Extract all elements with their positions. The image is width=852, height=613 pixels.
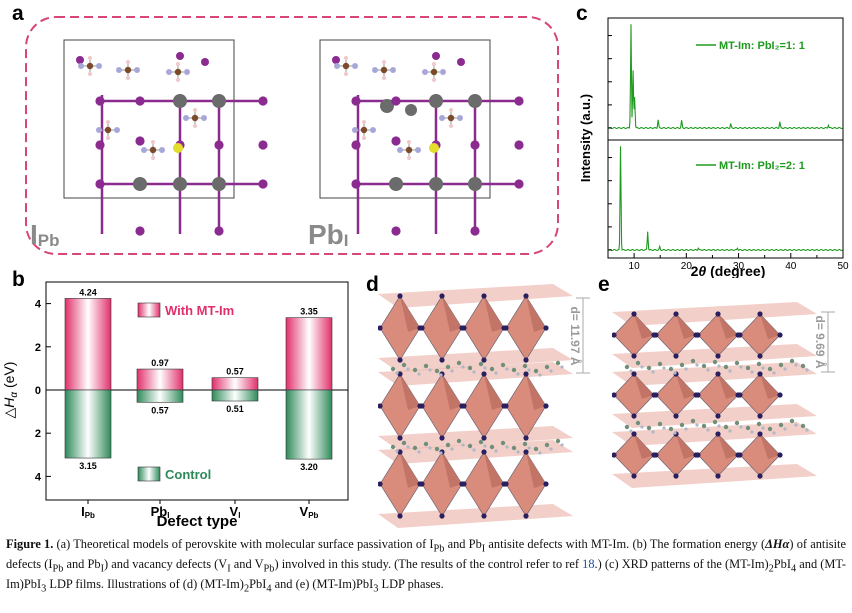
bar-control-0 bbox=[64, 389, 112, 459]
bar-with-label-2: 0.57 bbox=[226, 367, 244, 377]
bar-control-label-3: 3.20 bbox=[300, 462, 318, 472]
legend-c-top: MT-Im: PbI₂=1: 1 bbox=[719, 40, 805, 52]
c-xtick-3: 40 bbox=[785, 261, 797, 272]
xtick-0: IPb bbox=[81, 504, 95, 520]
xtick-2: VI bbox=[230, 504, 241, 520]
panel-e-structure: d= 9.69 Å bbox=[612, 302, 835, 488]
panel-a-models: IPb PbI bbox=[25, 16, 559, 255]
figure-caption: Figure 1. (a) Theoretical models of pero… bbox=[6, 537, 846, 595]
ytick-up-1: 2 bbox=[35, 342, 41, 354]
legend-c-bottom: MT-Im: PbI₂=2: 1 bbox=[719, 160, 805, 172]
c-xtick-4: 50 bbox=[837, 261, 849, 272]
spacing-d-label: d= 11.97 Å bbox=[568, 306, 583, 365]
xrd-line-0 bbox=[607, 24, 843, 130]
bar-control-1 bbox=[136, 389, 184, 403]
model-ipb-cell bbox=[63, 39, 235, 199]
model-ipb-atoms bbox=[76, 52, 268, 236]
ytick-down-0: 2 bbox=[35, 428, 41, 440]
c-xtick-0: 10 bbox=[629, 261, 641, 272]
legend-with-swatch bbox=[137, 302, 161, 318]
ytick-up-2: 0 bbox=[35, 385, 41, 397]
legend-control-swatch bbox=[137, 466, 161, 482]
chart-c-frame bbox=[607, 17, 844, 259]
xrd-line-1 bbox=[607, 146, 843, 252]
panel-label-b: b bbox=[12, 268, 25, 291]
bar-with-0 bbox=[64, 298, 112, 391]
chart-b-xlabel: Defect type bbox=[157, 513, 238, 530]
bar-control-label-2: 0.51 bbox=[226, 404, 244, 414]
panel-label-a: a bbox=[12, 2, 24, 25]
chart-c-xlabel: 2θ (degree) bbox=[691, 263, 766, 278]
chart-b-frame bbox=[45, 281, 349, 501]
bar-with-3 bbox=[285, 317, 333, 391]
bar-with-1 bbox=[136, 368, 184, 391]
panel-a-dashed-border bbox=[25, 16, 559, 255]
panel-label-c: c bbox=[576, 2, 588, 25]
bar-control-2 bbox=[211, 389, 259, 402]
bar-with-label-3: 3.35 bbox=[300, 307, 318, 317]
panel-b-chart: 4.24 3.15 0.97 0.57 0.57 0.51 3.35 3.20 4 2 0 2 4 I… bbox=[1, 281, 349, 530]
panel-label-e: e bbox=[598, 273, 610, 296]
c-xtick-2: 30 bbox=[733, 261, 745, 272]
legend-control-label: Control bbox=[165, 467, 211, 482]
chart-c-ylabel: Intensity (a.u.) bbox=[578, 94, 593, 182]
panel-d-structure: d= 11.97 Å bbox=[378, 284, 590, 528]
bar-with-label-0: 4.24 bbox=[79, 287, 97, 297]
bar-control-label-1: 0.57 bbox=[151, 405, 169, 415]
bar-control-3 bbox=[285, 389, 333, 460]
label-ipb: IPb bbox=[30, 219, 60, 250]
legend-with-label: With MT-Im bbox=[165, 303, 234, 318]
model-pbi-atoms bbox=[332, 52, 524, 236]
xtick-3: VPb bbox=[300, 504, 319, 520]
panel-label-d: d bbox=[366, 273, 379, 296]
caption-ref-link[interactable]: 18 bbox=[582, 557, 595, 572]
c-xtick-1: 20 bbox=[681, 261, 693, 272]
spacing-e-label: d= 9.69 Å bbox=[813, 315, 828, 368]
bar-with-2 bbox=[211, 377, 259, 391]
bar-control-label-0: 3.15 bbox=[79, 461, 97, 471]
label-pbi: PbI bbox=[308, 219, 349, 250]
bar-with-label-1: 0.97 bbox=[151, 358, 169, 368]
model-pbi-cell bbox=[319, 39, 491, 199]
xtick-1: PbI bbox=[151, 504, 170, 520]
ytick-down-1: 4 bbox=[35, 471, 42, 483]
chart-b-ylabel: △Hα (eV) bbox=[1, 362, 20, 419]
ytick-up-0: 4 bbox=[35, 299, 42, 311]
caption-figure-label: Figure 1. bbox=[6, 537, 54, 551]
